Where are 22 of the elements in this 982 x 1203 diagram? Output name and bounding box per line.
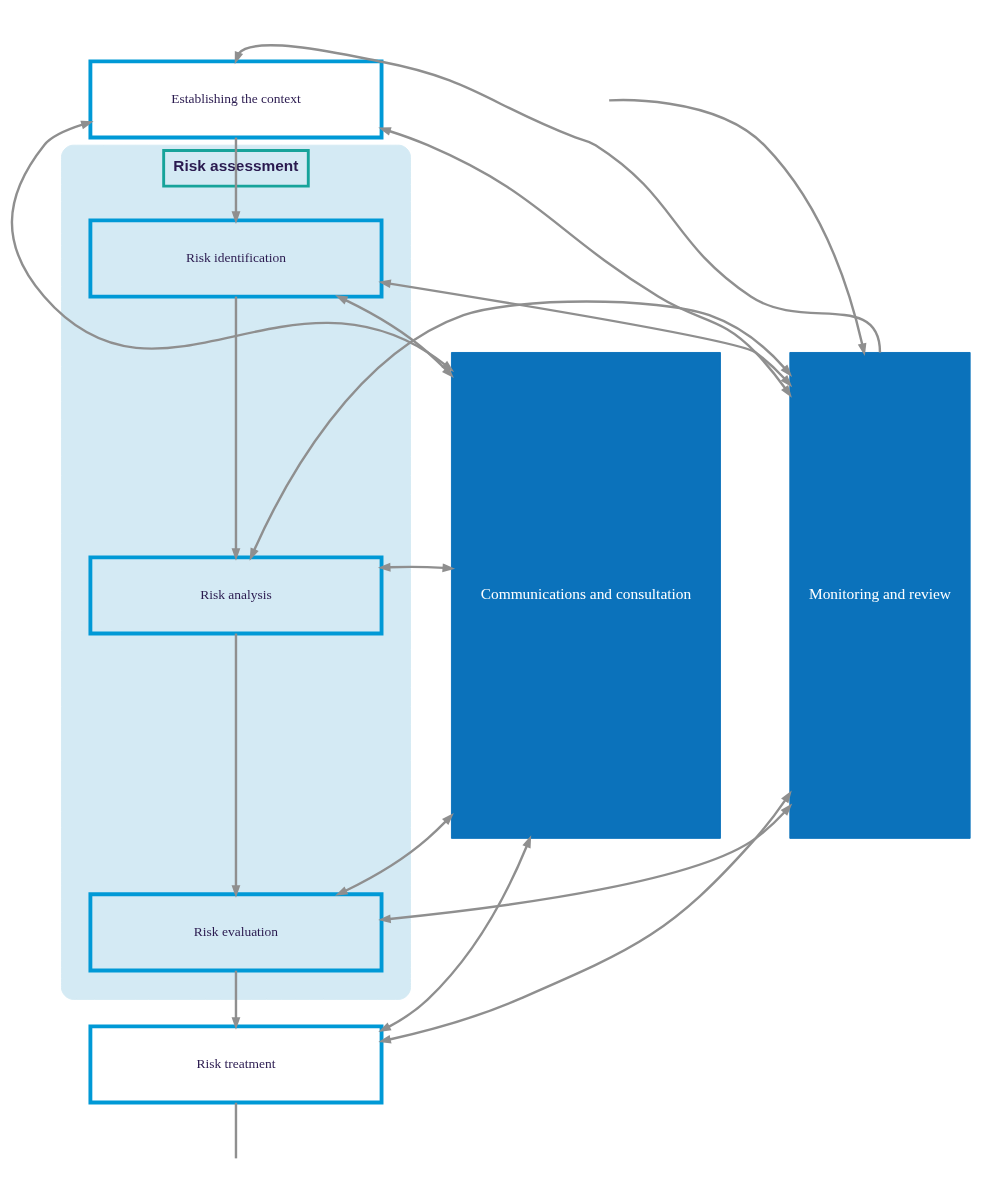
arrow — [234, 43, 882, 353]
arrow — [231, 137, 241, 224]
node-box: Risk analysis — [88, 554, 384, 635]
arrow — [609, 98, 867, 356]
connector — [234, 1102, 238, 1158]
node-box: Monitoring and review — [789, 351, 971, 839]
arrow — [377, 562, 456, 572]
node-box: Risk treatment — [88, 1023, 384, 1104]
node-box: Risk evaluation — [88, 891, 384, 972]
node-box: Risk identification — [88, 217, 384, 298]
arrow — [378, 126, 792, 398]
arrow — [231, 970, 241, 1030]
arrow — [378, 790, 792, 1044]
arrow — [378, 834, 532, 1032]
node-box: Establishing the context — [88, 58, 384, 139]
arrow — [231, 296, 241, 561]
arrow — [231, 633, 241, 898]
arrow — [378, 803, 793, 923]
node-box: Communications and consultation — [450, 351, 721, 839]
arrow — [378, 278, 793, 387]
arrow — [335, 812, 454, 896]
arrow — [249, 299, 793, 561]
